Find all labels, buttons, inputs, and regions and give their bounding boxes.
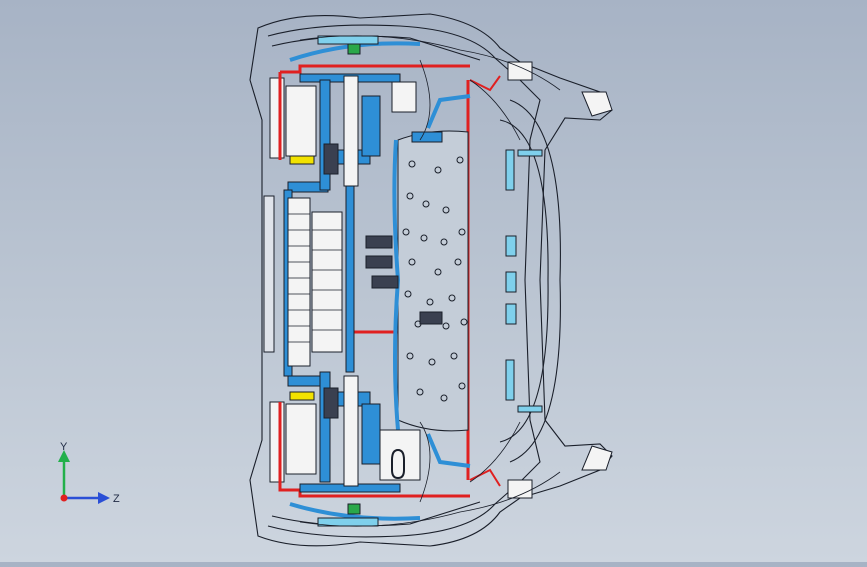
axis-triad: Y Z (58, 441, 120, 505)
right-lamp-mounts (507, 61, 613, 499)
z-axis-label: Z (113, 493, 120, 505)
green-parts (347, 43, 361, 515)
radiator-fins (288, 213, 342, 343)
panel-holes (402, 156, 468, 402)
center-panel (397, 130, 469, 432)
latch-symbol (391, 448, 405, 480)
outer-body-outline (249, 13, 613, 547)
red-harness (469, 75, 501, 487)
z-axis-arrow-icon (98, 492, 110, 504)
x-axis-dot-icon (60, 494, 68, 502)
y-axis-arrow-icon (58, 450, 70, 462)
y-axis-label: Y (60, 441, 68, 453)
white-blocks (285, 75, 421, 487)
yellow-parts (289, 155, 315, 401)
harness-wires (299, 35, 561, 527)
light-blue-parts (317, 35, 543, 527)
dark-modules (323, 143, 443, 419)
